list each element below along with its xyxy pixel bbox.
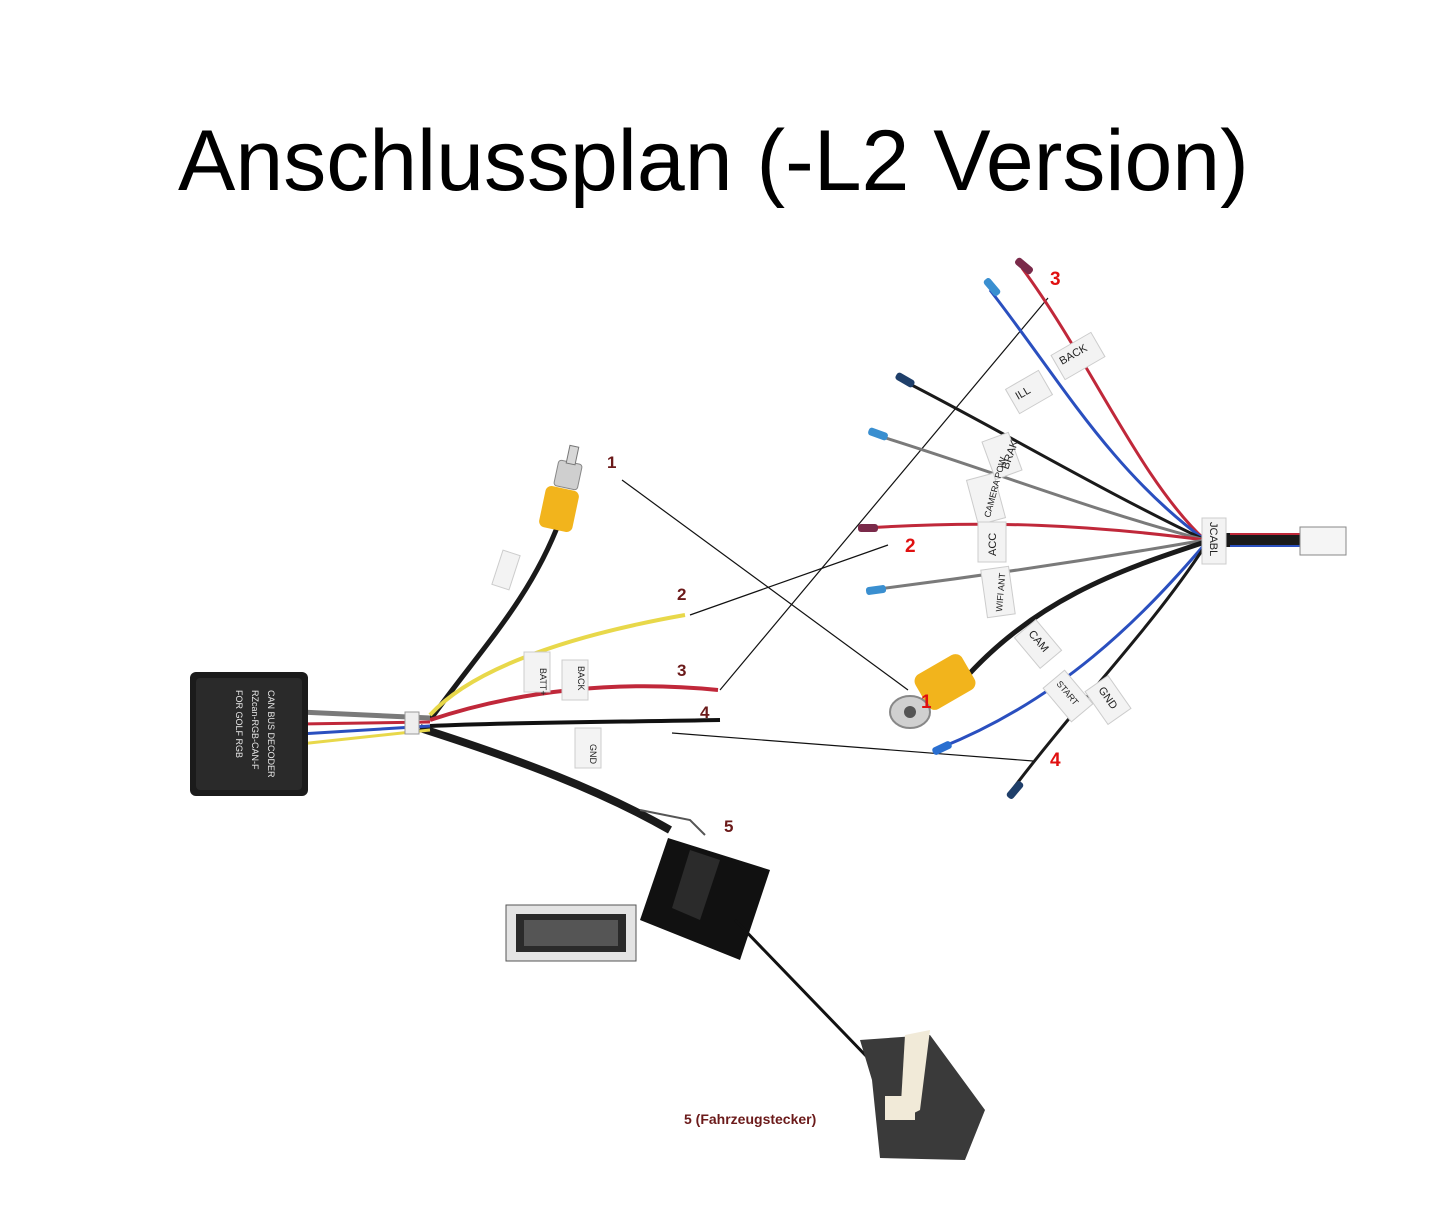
right-tag-cable: JCABL: [1201, 517, 1227, 565]
connection-lines: [621, 297, 1049, 762]
vehicle-plug-image: [860, 1030, 985, 1160]
right-wire-acc: [865, 522, 1206, 542]
wire-cap-start: [932, 741, 952, 755]
right-wire-wifi-ant: [869, 538, 1206, 592]
left-callout-5: 5: [724, 817, 733, 836]
right-wire-back: [1020, 267, 1207, 542]
left-rca-plug: [539, 444, 583, 532]
decoder-label-line3: FOR GOLF RGB: [234, 690, 244, 758]
svg-text:BACK: BACK: [576, 666, 586, 691]
right-callout-1: 1: [921, 692, 932, 713]
decoder-label-line2: RZcan-RGB-CAN-F: [250, 690, 260, 770]
svg-text:BATT+: BATT+: [538, 668, 548, 696]
svg-text:GND: GND: [588, 744, 598, 765]
cable-clip: [404, 711, 420, 735]
right-tag-cam: CAM: [1013, 618, 1063, 670]
right-tag-ill: ILL: [1004, 369, 1054, 415]
right-wire-brak: [901, 378, 1206, 542]
left-harness: BATT+ BACK GND CAN BUS DECODER RZcan-RGB…: [190, 444, 985, 1160]
left-callout-3: 3: [677, 661, 686, 680]
wire-cap-brak: [895, 372, 915, 388]
right-tag-start: START: [1042, 669, 1094, 723]
svg-text:ACC: ACC: [987, 533, 999, 556]
left-main-cable: [418, 724, 672, 834]
left-tag-back: BACK: [561, 659, 589, 701]
connection-line-1: [621, 479, 909, 691]
connection-line-3: [719, 297, 1049, 691]
right-multipin-connector: [1299, 526, 1347, 556]
right-rca-socket: [889, 654, 976, 729]
right-tag-back: BACK: [1050, 331, 1106, 381]
right-callout-3: 3: [1050, 269, 1061, 290]
left-callout-1: 1: [607, 453, 616, 472]
right-wire-camera-pow: [875, 433, 1206, 542]
connection-line-2: [689, 544, 889, 616]
wire-cap-acc: [858, 524, 878, 532]
right-harness: BACK ILL BRAK CAMERA POW ACC WIFI ANT CA…: [858, 257, 1347, 800]
left-callout-2: 2: [677, 585, 686, 604]
left-tag-batt: BATT+: [523, 651, 551, 696]
left-callout-4: 4: [700, 703, 710, 722]
can-bus-decoder: CAN BUS DECODER RZcan-RGB-CAN-F FOR GOLF…: [190, 672, 308, 796]
right-wire-gnd: [1010, 545, 1207, 791]
connection-line-4: [671, 732, 1034, 762]
wire-cap-ill: [983, 277, 1001, 297]
left-tag-gnd: GND: [574, 727, 602, 769]
wire-cap-gnd: [1006, 780, 1024, 800]
left-rca-cable: [427, 519, 563, 722]
harness-connector-5: [640, 838, 770, 960]
right-callout-4: 4: [1050, 750, 1061, 771]
connector-lead: [639, 809, 706, 836]
right-tag-wifi-ant: WIFI ANT: [980, 565, 1016, 619]
right-tag-acc: ACC: [977, 521, 1007, 563]
wire-cap-back: [1014, 257, 1034, 275]
svg-text:JCABL: JCABL: [1207, 522, 1219, 556]
rca-cable-tag: [491, 549, 521, 591]
right-wire-ill: [988, 289, 1206, 542]
vehicle-socket-image: [505, 904, 637, 962]
decoder-label-line1: CAN BUS DECODER: [266, 690, 276, 778]
left-yellow-wire: [428, 613, 686, 717]
right-wire-start: [939, 543, 1207, 750]
wire-cap-wifi-ant: [865, 585, 887, 595]
wire-cap-camera-pow: [868, 427, 888, 441]
right-tag-gnd: GND: [1084, 674, 1132, 726]
right-tag-brak: BRAK: [981, 431, 1023, 481]
svg-text:WIFI ANT: WIFI ANT: [994, 572, 1007, 612]
page-title: Anschlussplan (-L2 Version): [178, 113, 1249, 209]
right-callout-2: 2: [905, 536, 916, 557]
vehicle-connector-caption: 5 (Fahrzeugstecker): [684, 1111, 816, 1127]
left-black-wire: [429, 718, 721, 728]
vehicle-plug-line: [733, 918, 872, 1062]
right-wire-cam: [953, 539, 1206, 692]
